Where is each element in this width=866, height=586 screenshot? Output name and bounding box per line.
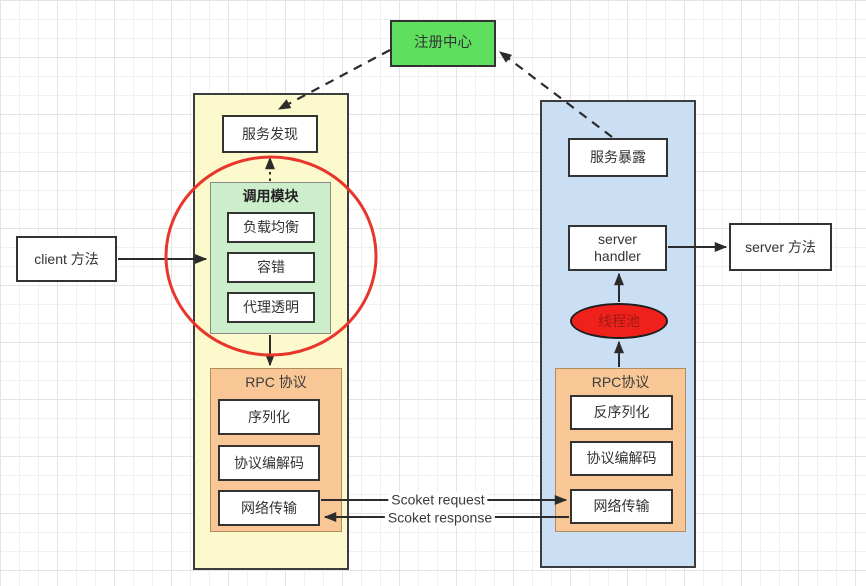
- server-codec-node: 协议编解码: [570, 441, 673, 476]
- client-rpc-title: RPC 协议: [245, 374, 307, 390]
- thread-pool-node: 线程池: [570, 303, 668, 339]
- client-network-node: 网络传输: [218, 490, 320, 526]
- client-codec-node: 协议编解码: [218, 445, 320, 481]
- call-module-title: 调用模块: [242, 188, 299, 204]
- registry-center-node: 注册中心: [390, 20, 496, 67]
- fault-tolerance-node: 容错: [227, 252, 315, 283]
- server-handler-node: server handler: [568, 225, 667, 271]
- socket-request-label: Scoket request: [388, 491, 488, 509]
- server-network-node: 网络传输: [570, 489, 673, 524]
- client-method-node: client 方法: [16, 236, 117, 282]
- server-method-node: server 方法: [729, 223, 832, 271]
- socket-response-label: Scoket response: [384, 509, 496, 527]
- deserialize-node: 反序列化: [570, 395, 673, 430]
- load-balance-node: 负载均衡: [227, 212, 315, 243]
- server-rpc-title: RPC协议: [591, 374, 650, 390]
- service-expose-node: 服务暴露: [568, 138, 668, 177]
- service-discovery-node: 服务发现: [222, 115, 318, 153]
- proxy-transparent-node: 代理透明: [227, 292, 315, 323]
- serialize-node: 序列化: [218, 399, 320, 435]
